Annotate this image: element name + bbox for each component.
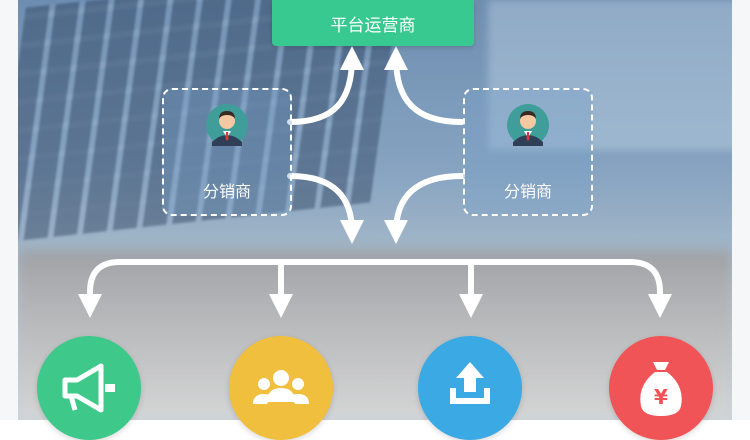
platform-operator-box: 平台运营商 (272, 0, 474, 46)
distributor-box-right: 分销商 (463, 88, 593, 216)
yen-symbol: ¥ (654, 385, 668, 409)
arrow-right-to-platform (384, 46, 465, 125)
arrow-left-to-platform (287, 46, 364, 125)
distribution-bus (87, 259, 663, 295)
right-margin (732, 0, 750, 420)
arrow-right-to-hub (384, 173, 465, 244)
outcome-circle-promotion (37, 336, 141, 440)
outcome-circle-revenue: ¥ (609, 336, 713, 440)
money-bag-icon: ¥ (640, 362, 682, 416)
people-icon (253, 370, 309, 404)
platform-operator-label: 平台运营商 (330, 15, 416, 36)
outcome-circle-upload (418, 336, 522, 440)
distributor-box-left: 分销商 (162, 88, 292, 216)
businessman-avatar-icon (507, 104, 549, 146)
businessman-avatar-icon (206, 104, 248, 146)
arrow-left-to-hub (287, 173, 364, 244)
outcome-circle-users (229, 336, 333, 440)
left-margin (0, 0, 18, 420)
distributor-label: 分销商 (202, 182, 251, 201)
distributor-label: 分销商 (503, 182, 552, 201)
connector-arrows (78, 46, 672, 318)
upload-icon (450, 362, 490, 404)
megaphone-icon (62, 363, 115, 413)
